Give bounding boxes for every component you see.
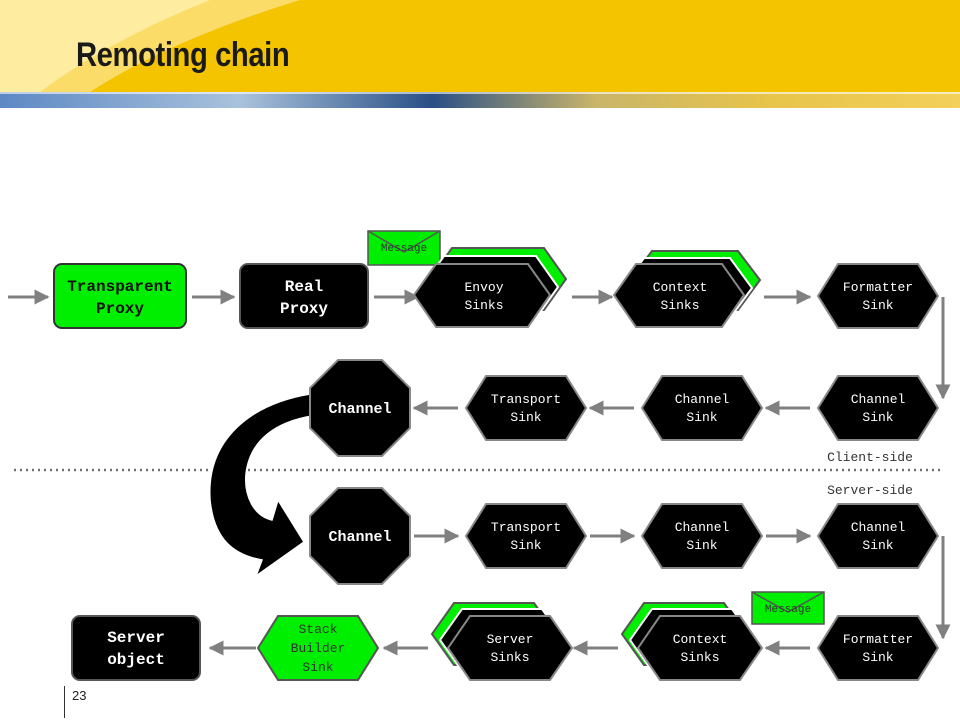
svg-text:Channel: Channel xyxy=(851,392,906,407)
svg-text:Server: Server xyxy=(107,629,165,647)
formatter-sink-server: Formatter Sink xyxy=(816,615,940,681)
flow-arrows xyxy=(8,289,951,656)
server-side-label: Server-side xyxy=(827,483,913,498)
svg-text:Real: Real xyxy=(285,278,323,296)
svg-text:Server: Server xyxy=(487,632,534,647)
server-object: Server object xyxy=(71,615,201,681)
svg-text:Context: Context xyxy=(673,632,728,647)
header-banner xyxy=(0,0,960,108)
context-sinks-client: Context Sinks xyxy=(612,250,762,328)
page-number-rule xyxy=(64,686,65,718)
svg-text:Sinks: Sinks xyxy=(490,650,529,665)
svg-text:Sinks: Sinks xyxy=(660,298,699,313)
channel-sink-client-right: Channel Sink xyxy=(816,375,940,441)
svg-text:Formatter: Formatter xyxy=(843,280,913,295)
formatter-sink-client: Formatter Sink xyxy=(816,263,940,329)
transport-sink-client: Transport Sink xyxy=(464,375,588,441)
svg-text:Sink: Sink xyxy=(510,410,541,425)
client-side-label: Client-side xyxy=(827,450,913,465)
message-envelope-bottom: Message xyxy=(751,591,825,625)
context-sinks-server: Context Sinks xyxy=(620,602,764,681)
svg-text:Channel: Channel xyxy=(675,520,730,535)
transparent-proxy: Transparent Proxy xyxy=(53,263,187,329)
envoy-sinks: Envoy Sinks xyxy=(412,247,568,328)
channel-sink-server-right: Channel Sink xyxy=(816,503,940,569)
svg-text:Envoy: Envoy xyxy=(464,280,503,295)
svg-text:Sink: Sink xyxy=(862,298,893,313)
svg-text:Sinks: Sinks xyxy=(464,298,503,313)
svg-text:Sink: Sink xyxy=(862,538,893,553)
svg-text:Sink: Sink xyxy=(510,538,541,553)
svg-text:Proxy: Proxy xyxy=(280,300,328,318)
svg-text:Transport: Transport xyxy=(491,520,561,535)
svg-text:Stack: Stack xyxy=(298,622,337,637)
svg-text:Channel: Channel xyxy=(851,520,906,535)
svg-text:object: object xyxy=(107,651,165,669)
svg-text:Builder: Builder xyxy=(291,641,346,656)
server-sinks: Server Sinks xyxy=(430,602,574,681)
svg-text:Sinks: Sinks xyxy=(680,650,719,665)
channel-server: Channel xyxy=(309,487,411,585)
svg-text:Sink: Sink xyxy=(686,410,717,425)
real-proxy: Real Proxy xyxy=(239,263,369,329)
channel-client: Channel xyxy=(309,359,411,457)
svg-text:Sink: Sink xyxy=(862,650,893,665)
svg-text:Message: Message xyxy=(381,243,427,255)
svg-text:Sink: Sink xyxy=(302,660,333,675)
svg-text:Channel: Channel xyxy=(328,529,391,546)
svg-text:Channel: Channel xyxy=(328,401,391,418)
message-envelope-top: Message xyxy=(367,230,441,266)
svg-text:Message: Message xyxy=(765,604,811,616)
page-number: 23 xyxy=(72,688,87,703)
svg-text:Channel: Channel xyxy=(675,392,730,407)
svg-text:Sink: Sink xyxy=(862,410,893,425)
slide-title: Remoting chain xyxy=(76,36,290,74)
svg-text:Transport: Transport xyxy=(491,392,561,407)
svg-text:Proxy: Proxy xyxy=(96,300,144,318)
channel-sink-client-mid: Channel Sink xyxy=(640,375,764,441)
svg-text:Transparent: Transparent xyxy=(67,278,173,296)
network-curved-arrow xyxy=(209,393,313,579)
svg-text:Formatter: Formatter xyxy=(843,632,913,647)
svg-text:Context: Context xyxy=(653,280,708,295)
svg-text:Sink: Sink xyxy=(686,538,717,553)
channel-sink-server-mid: Channel Sink xyxy=(640,503,764,569)
transport-sink-server: Transport Sink xyxy=(464,503,588,569)
stack-builder-sink: Stack Builder Sink xyxy=(256,615,380,681)
